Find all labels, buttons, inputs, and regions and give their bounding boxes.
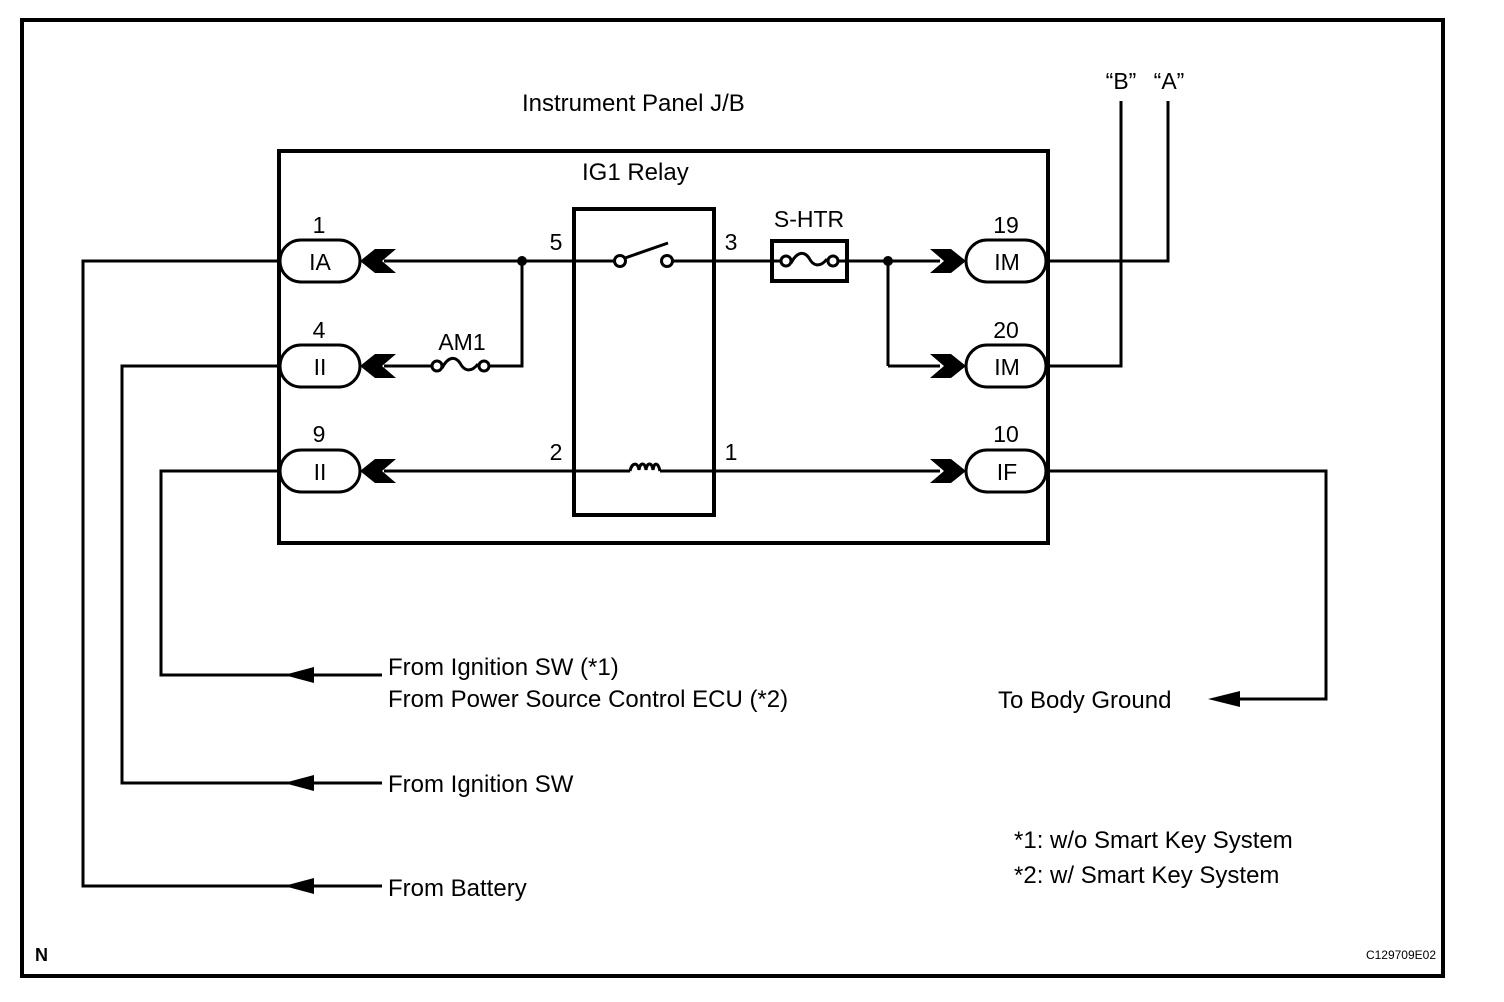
- wire-to-body-ground: [1048, 469, 1328, 701]
- connector-code: II: [314, 354, 327, 380]
- connector-right-20: 20 IM: [930, 317, 1048, 389]
- arrow-left-icon: [284, 878, 314, 894]
- pin-number: 20: [993, 317, 1019, 343]
- junction-block-box: [277, 149, 1050, 545]
- connector-arrow-icon: [360, 249, 396, 273]
- relay-title: IG1 Relay: [582, 159, 689, 186]
- connector-shell: [964, 238, 1048, 284]
- wire-battery: [81, 259, 382, 888]
- note-2: *2: w/ Smart Key System: [1014, 862, 1279, 889]
- source-ignition-sw: From Ignition SW: [388, 771, 574, 798]
- connector-code: IF: [997, 459, 1017, 485]
- connector-left-4: 4 II: [278, 317, 396, 389]
- connector-shell: [964, 343, 1048, 389]
- source-power-ecu-2: From Power Source Control ECU (*2): [388, 686, 788, 713]
- branch-label-a: “A”: [1154, 68, 1185, 94]
- body-ground-label: To Body Ground: [998, 687, 1171, 714]
- fuse-shtr-icon: [770, 239, 849, 283]
- fuse-am1-label: AM1: [438, 329, 485, 355]
- source-ignition-sw-1: From Ignition SW (*1): [388, 654, 619, 681]
- wire-to-b: [1048, 101, 1123, 368]
- connector-arrow-icon: [930, 249, 966, 273]
- branch-label-b: “B”: [1106, 68, 1137, 94]
- outer-frame: [20, 18, 1445, 978]
- connector-code: IA: [309, 249, 331, 275]
- fuse-am1-icon: [430, 356, 491, 373]
- relay-terminal-1: 1: [725, 439, 738, 465]
- wire-am1-5: [489, 261, 524, 368]
- connector-arrow-icon: [360, 354, 396, 378]
- relay-terminal-5: 5: [550, 229, 563, 255]
- relay-terminal-2: 2: [550, 439, 563, 465]
- connector-arrow-icon: [930, 354, 966, 378]
- note-1: *1: w/o Smart Key System: [1014, 827, 1293, 854]
- connector-left-1: 1 IA: [278, 212, 396, 284]
- relay-coil-icon: [628, 462, 662, 472]
- pin-number: 10: [993, 421, 1019, 447]
- connector-right-10: 10 IF: [930, 421, 1048, 494]
- source-battery: From Battery: [388, 875, 527, 902]
- connector-left-9: 9 II: [278, 421, 396, 494]
- wire-ignition-sw-1: [159, 469, 382, 677]
- connector-right-19: 19 IM: [930, 212, 1048, 284]
- figure-code: C129709E02: [1366, 948, 1436, 962]
- wire-ignition-sw: [120, 364, 382, 785]
- arrow-left-icon: [284, 775, 314, 791]
- connector-arrow-icon: [930, 459, 966, 483]
- connector-code: II: [314, 459, 327, 485]
- pin-number: 9: [313, 421, 326, 447]
- wire-to-a: [1048, 101, 1170, 263]
- pin-number: 4: [313, 317, 326, 343]
- fuse-shtr-label: S-HTR: [774, 206, 844, 232]
- connector-arrow-icon: [360, 459, 396, 483]
- ig1-relay-box: [572, 207, 716, 517]
- pin-number: 1: [313, 212, 326, 238]
- corner-mark: N: [35, 945, 48, 965]
- relay-terminal-3: 3: [725, 229, 738, 255]
- relay-switch-icon: [574, 241, 714, 268]
- pin-number: 19: [993, 212, 1019, 238]
- connector-shell: [964, 448, 1048, 494]
- arrow-left-icon: [1208, 691, 1240, 707]
- connector-code: IM: [994, 249, 1020, 275]
- junction-block-title: Instrument Panel J/B: [522, 90, 745, 117]
- arrow-left-icon: [284, 667, 314, 683]
- connector-code: IM: [994, 354, 1020, 380]
